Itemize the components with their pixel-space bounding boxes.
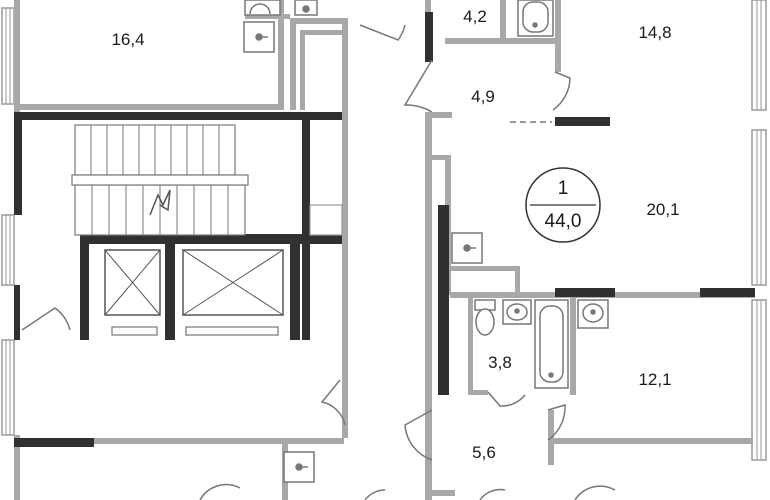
apartment-marker[interactable]: 1 44,0 [525,167,601,243]
room-area-lower-right: 12,1 [638,370,671,389]
apartment-total-area: 44,0 [545,211,582,232]
door-swing-shaft [320,379,346,426]
fixtures [243,0,609,483]
apartment-number: 1 [558,178,569,199]
bathtub-top [517,0,554,37]
room-area-middle-bath: 3,8 [488,353,512,372]
window-left-mid [1,214,15,286]
doors [21,24,616,500]
door-swing-left [21,307,71,331]
room-area-top-right: 14,8 [638,23,671,42]
elevator-large [182,249,284,336]
bathtub-middle [534,299,569,389]
sink-right [577,299,609,329]
toilet-middle-bath [474,299,496,336]
window-left-top [1,7,15,105]
stair-break-mark [149,189,171,216]
window-left-low [1,339,15,436]
window-right-low [751,299,767,461]
staircase [71,124,249,236]
door-swing-top-hall [359,24,406,41]
sink-top-left [243,21,275,53]
windows [1,0,767,461]
door-swing-bottom-mid2 [479,488,506,500]
toilet-top [244,0,281,16]
door-swing-bottom-left [199,483,241,500]
room-labels: 16,4 4,2 14,8 4,9 20,1 3,8 12,1 5,6 [111,7,679,462]
sink-top [294,0,318,16]
room-area-upper-hall: 4,9 [471,87,495,106]
sink-middle [451,232,483,264]
room-area-top-bath: 4,2 [463,7,487,26]
room-area-top-left: 16,4 [111,30,144,49]
room-area-middle: 20,1 [646,200,679,219]
sink-bottom-left [283,451,315,483]
elevator-small [104,249,161,336]
door-swing-lower-hall-right [547,404,566,441]
door-swing-lower-hall-left [404,409,433,461]
room-area-lower-hall: 5,6 [472,443,496,462]
door-swing-bottom-right [574,485,616,500]
door-swing-bottom-mid [364,489,386,500]
door-swing-upper-hall-right [552,71,571,111]
window-right-top [751,0,767,111]
door-swing-bath [487,391,526,407]
walls [14,12,755,447]
door-swing-upper-hall-left [403,59,433,113]
sink-middle-bath [502,299,532,325]
window-right-mid [751,129,767,286]
elevators [104,204,343,336]
